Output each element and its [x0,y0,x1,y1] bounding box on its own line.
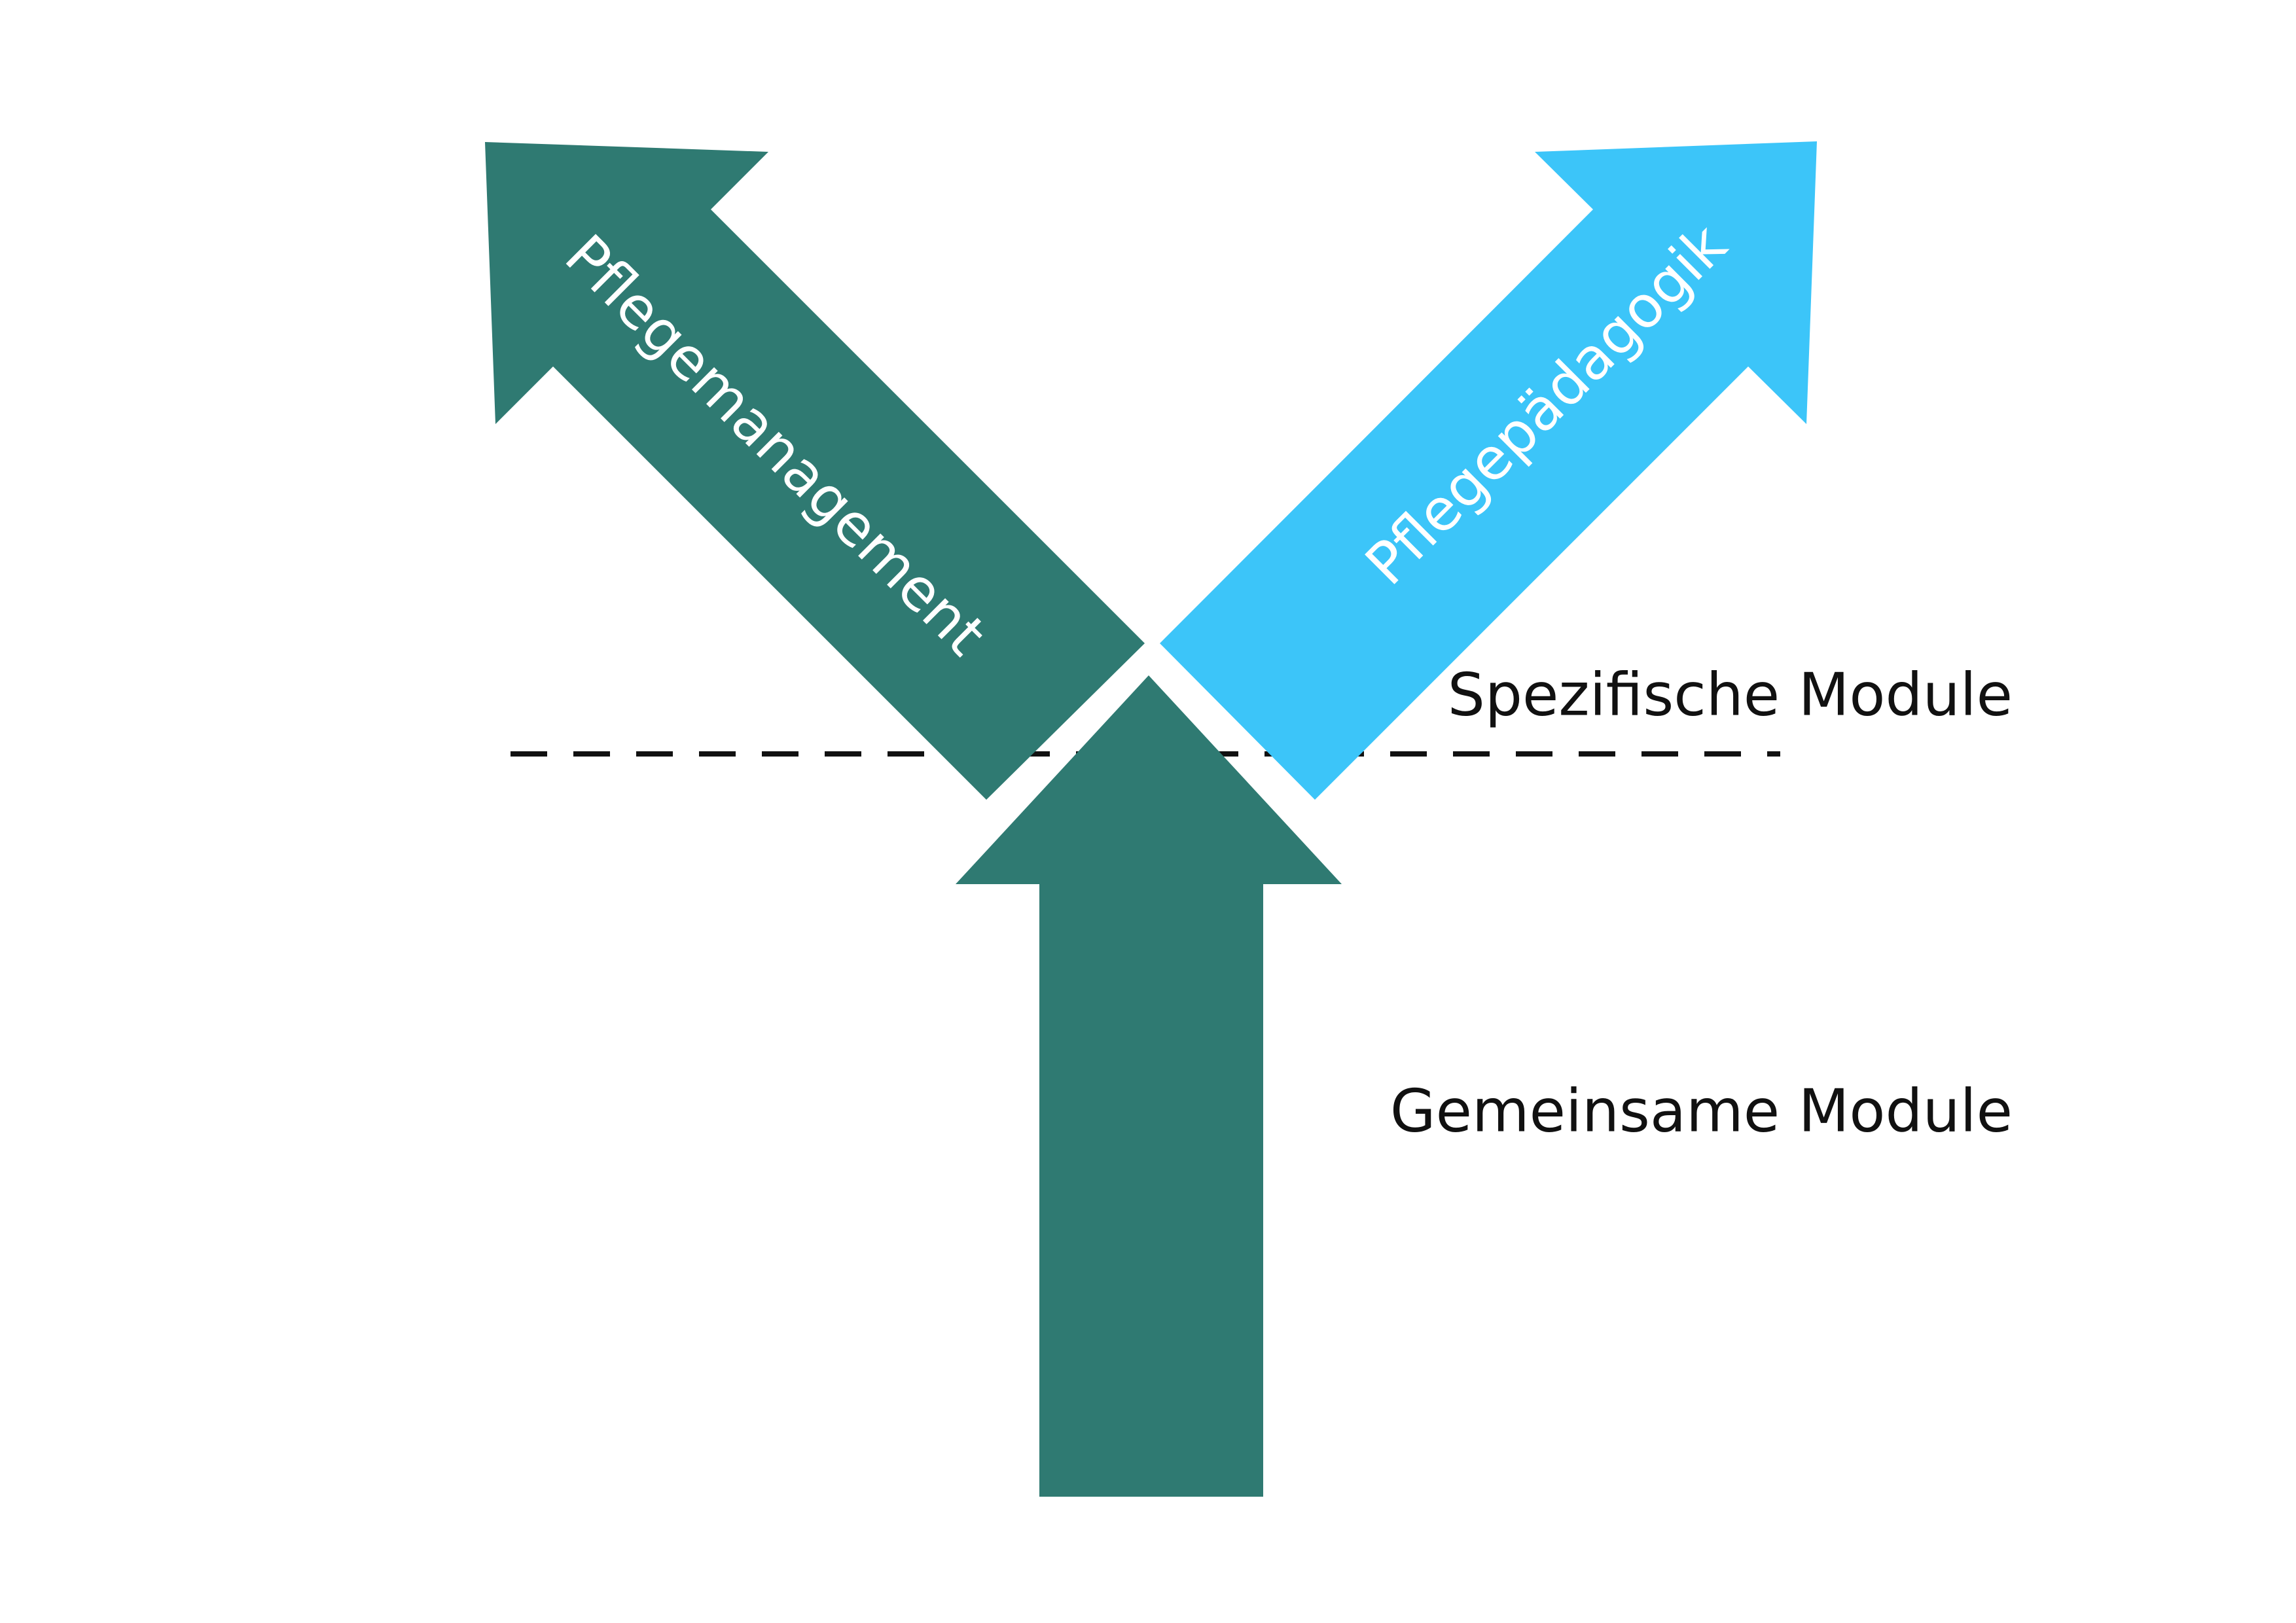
right-branch-arrow [1160,141,1817,800]
left-branch-arrow [485,142,1145,800]
common-modules-label: Gemeinsame Module [1390,1077,2013,1146]
common-trunk-arrow [956,675,1342,1497]
specific-modules-label: Spezifische Module [1448,661,2013,730]
